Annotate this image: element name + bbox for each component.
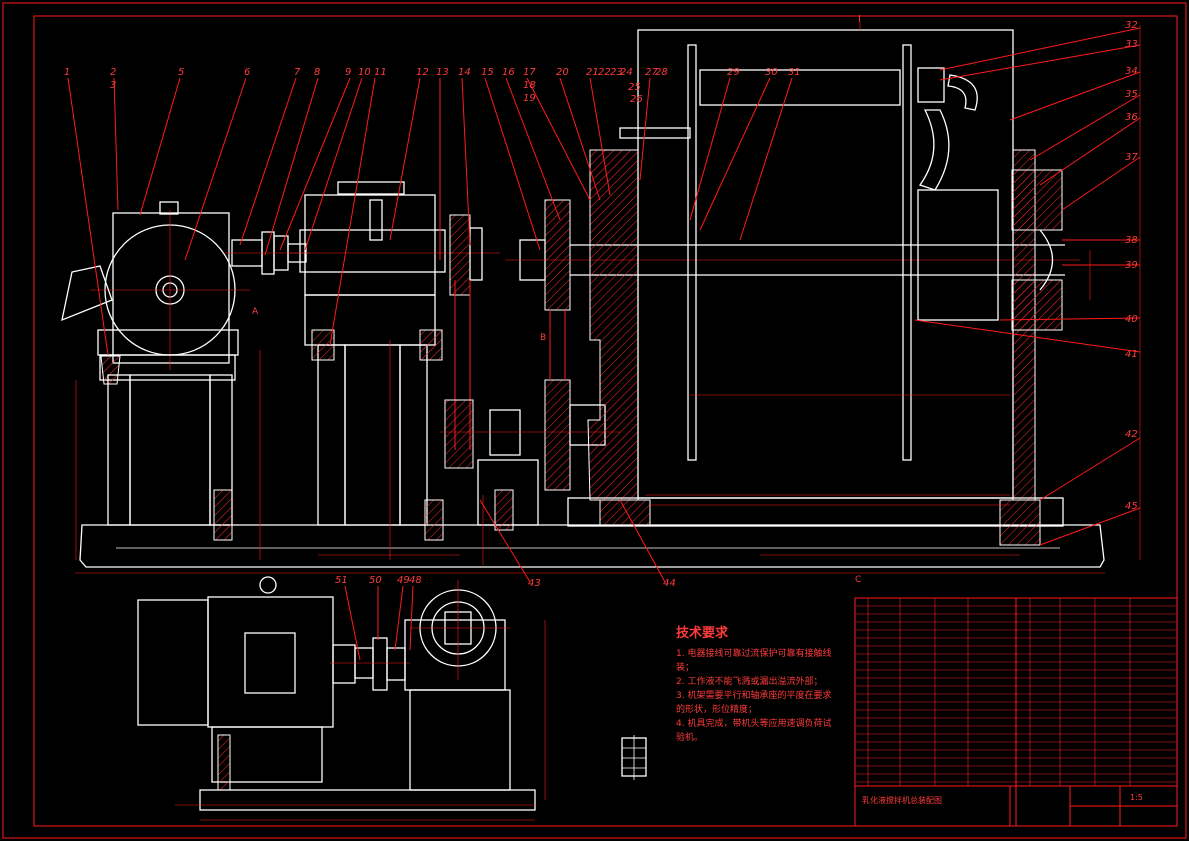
balloon: 51 [335, 575, 348, 586]
dimension-lines [75, 22, 1141, 565]
balloon: 12 [416, 67, 429, 78]
balloon: 15 [481, 67, 494, 78]
balloon: 26 [630, 94, 643, 105]
balloon: 11 [374, 67, 387, 78]
balloon: 8 [314, 67, 320, 78]
balloon: 33 [1125, 39, 1138, 50]
balloon: 42 [1125, 429, 1138, 440]
balloon: 45 [1125, 501, 1138, 512]
balloon: 21 [586, 67, 599, 78]
bottom-plan-view: 51 50 49 48 [137, 575, 546, 821]
balloon: 23 [610, 67, 623, 78]
agitator [619, 44, 1010, 496]
drawing-scale: 1:5 [1130, 793, 1143, 802]
balloon: 37 [1125, 152, 1138, 163]
balloon: 35 [1125, 89, 1138, 100]
balloon: 3 [110, 80, 116, 91]
balloon: 30 [765, 67, 778, 78]
balloon: 43 [528, 578, 541, 589]
balloon: 39 [1125, 260, 1138, 271]
balloon: 10 [358, 67, 371, 78]
balloon: 19 [523, 93, 536, 104]
balloon: 5 [178, 67, 184, 78]
balloon: 34 [1125, 66, 1138, 77]
balloon: 7 [294, 67, 301, 78]
balloon: 27 [645, 67, 658, 78]
tech-line: 1. 电器接线可靠过流保护可靠有接触线 [676, 647, 831, 659]
balloon: 29 [727, 67, 740, 78]
balloon: 38 [1125, 235, 1138, 246]
balloon: 22 [598, 67, 611, 78]
drawing-name: 乳化液搅拌机总装配图 [862, 795, 942, 805]
mixer-tank [567, 29, 1064, 546]
balloon: 1 [64, 67, 70, 78]
balloon: 28 [655, 67, 668, 78]
main-elevation-view: 1 2 3 5 6 7 8 9 10 11 12 13 14 15 16 17 … [61, 14, 1141, 589]
balloon: 50 [369, 575, 382, 586]
balloon: 9 [345, 67, 351, 78]
motor-left [61, 201, 250, 541]
coupling-1 [225, 231, 310, 275]
chain-detail [621, 735, 647, 780]
tech-line: 装； [676, 661, 694, 673]
balloon: 13 [436, 67, 449, 78]
balloon: 6 [244, 67, 250, 78]
leader-lines [67, 27, 1141, 583]
view-label-c: C [855, 575, 861, 585]
tech-line: 验机。 [676, 731, 703, 743]
balloon: 18 [523, 80, 536, 91]
balloon: 48 [409, 575, 422, 586]
balloon: 44 [663, 578, 676, 589]
inner-frame [33, 15, 1178, 827]
balloon: 16 [502, 67, 515, 78]
tech-line: 3. 机架需要平行和轴承座的平度在要求 [676, 689, 831, 701]
balloons-right: 32 33 34 35 36 37 38 39 40 41 42 45 [1125, 20, 1138, 512]
tech-line: 4. 机具完成，带机头等应用速调负荷试 [676, 717, 831, 729]
balloon: 36 [1125, 112, 1138, 123]
tech-title: 技术要求 [676, 625, 729, 641]
reducer [290, 181, 500, 556]
balloon: 24 [620, 67, 633, 78]
balloon: 41 [1125, 349, 1138, 360]
section-mark: I [858, 14, 861, 25]
balloon: 20 [556, 67, 569, 78]
balloon: 31 [788, 67, 801, 78]
sprocket-main [519, 199, 571, 380]
balloon: 14 [458, 67, 471, 78]
balloon: 25 [628, 82, 641, 93]
view-label-b: B [540, 333, 546, 343]
balloon: 40 [1125, 314, 1138, 325]
sprocket-lower [440, 379, 620, 531]
technical-requirements: 技术要求 1. 电器接线可靠过流保护可靠有接触线 装； 2. 工作液不能飞溅或漏… [676, 625, 831, 743]
tech-line: 的形状，形位精度； [676, 703, 757, 715]
view-label-a: A [252, 307, 259, 317]
tech-line: 2. 工作液不能飞溅或漏出溢流外部； [676, 675, 822, 687]
balloon: 49 [397, 575, 410, 586]
balloons-top: 1 2 3 5 6 7 8 9 10 11 12 13 14 15 16 17 … [64, 67, 801, 105]
balloon: 2 [110, 67, 116, 78]
balloon: 17 [523, 67, 536, 78]
base-plate [79, 524, 1105, 568]
parts-list: 乳化液搅拌机总装配图 1:5 [854, 597, 1178, 827]
balloon: 32 [1125, 20, 1138, 31]
